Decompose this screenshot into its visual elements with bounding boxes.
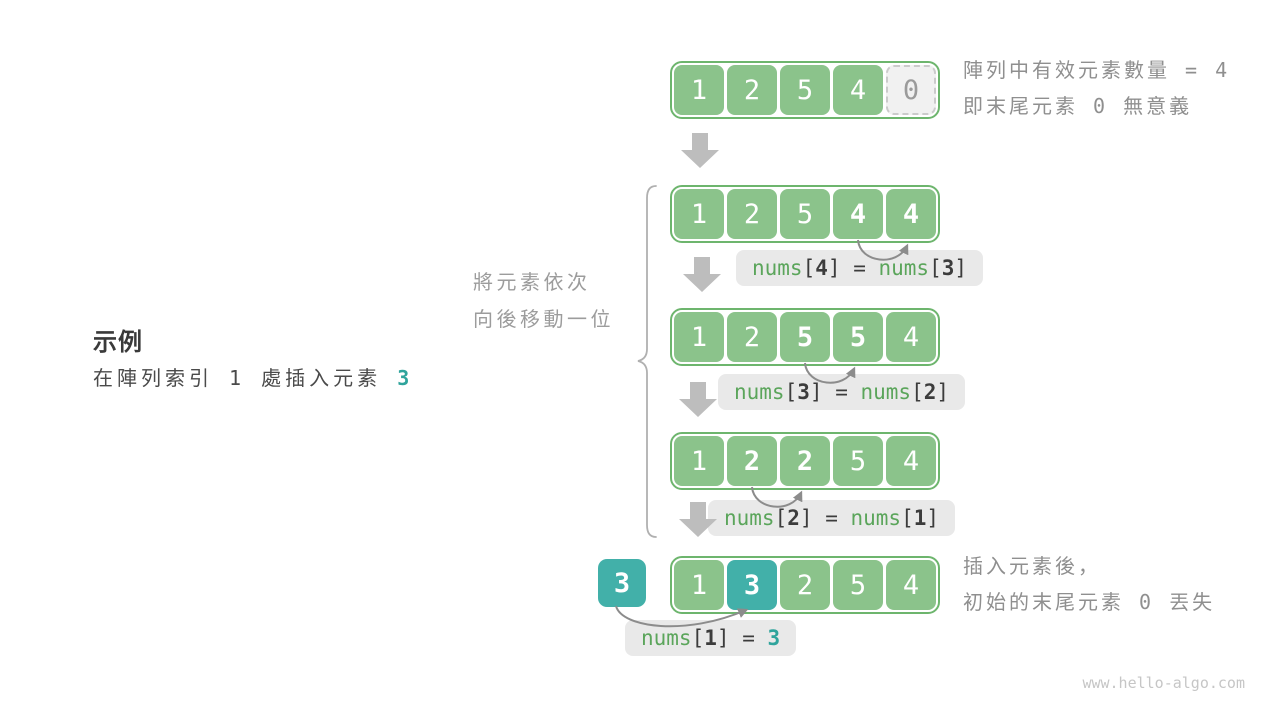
array-cell: 2 xyxy=(727,189,777,239)
array-cell: 1 xyxy=(674,189,724,239)
code-part: ] xyxy=(827,256,841,280)
array-cell: 0 xyxy=(886,65,936,115)
code-part: 2 xyxy=(787,506,800,530)
array-cell: 5 xyxy=(780,189,830,239)
code-part: 2 xyxy=(923,380,937,404)
code-part: nums xyxy=(878,256,930,280)
code-part: nums xyxy=(860,380,912,404)
note-top-line1: 陣列中有效元素數量 = 4 xyxy=(963,58,1231,82)
array-cell: 4 xyxy=(886,560,936,610)
code-part: [ xyxy=(929,256,942,280)
code-part: 3 xyxy=(767,626,781,650)
code-part: [ xyxy=(691,626,705,650)
array-cell: 5 xyxy=(833,312,883,362)
desc-index: 1 xyxy=(229,366,246,390)
code-part: nums xyxy=(724,506,775,530)
note-bottom-line2: 初始的末尾元素 0 丟失 xyxy=(963,590,1216,614)
array-cell: 4 xyxy=(886,312,936,362)
code-label-nums4: nums[4] = nums[3] xyxy=(736,250,984,286)
desc-mid: 處插入元素 xyxy=(245,366,398,390)
array-cell: 5 xyxy=(833,436,883,486)
code-part: [ xyxy=(901,506,914,530)
code-part: = xyxy=(812,506,851,530)
down-arrow-2 xyxy=(683,257,721,292)
array-cell: 4 xyxy=(886,189,936,239)
insert-element-box: 3 xyxy=(598,559,646,607)
desc-prefix: 在陣列索引 xyxy=(93,366,230,390)
code-part: 4 xyxy=(815,256,828,280)
array-cell: 2 xyxy=(727,65,777,115)
code-part: nums xyxy=(752,256,803,280)
code-part: [ xyxy=(784,380,798,404)
array-cell: 1 xyxy=(674,436,724,486)
array-cell: 4 xyxy=(886,436,936,486)
code-part: nums xyxy=(641,626,692,650)
array-cell: 2 xyxy=(780,436,830,486)
shift-note-line2: 向後移動一位 xyxy=(473,307,614,331)
code-part: 3 xyxy=(941,256,955,280)
array-cell: 1 xyxy=(674,65,724,115)
array-cell: 1 xyxy=(674,560,724,610)
code-label-nums3: nums[3] = nums[2] xyxy=(718,374,966,410)
code-part: = xyxy=(729,626,768,650)
array-cell: 2 xyxy=(727,312,777,362)
array-cell: 5 xyxy=(833,560,883,610)
code-part: nums xyxy=(850,506,902,530)
array-cell: 4 xyxy=(833,65,883,115)
code-part: ] xyxy=(954,256,968,280)
shift-note-line1: 將元素依次 xyxy=(473,270,591,294)
code-part: 1 xyxy=(704,626,717,650)
shift-note: 將元素依次 向後移動一位 xyxy=(473,264,614,338)
curly-brace xyxy=(637,185,657,538)
note-top: 陣列中有效元素數量 = 4 即末尾元素 0 無意義 xyxy=(963,52,1230,124)
code-part: ] xyxy=(716,626,730,650)
code-label-nums2: nums[2] = nums[1] xyxy=(708,500,956,536)
code-part: ] xyxy=(926,506,940,530)
code-part: = xyxy=(840,256,879,280)
array-cell: 1 xyxy=(674,312,724,362)
code-part: ] xyxy=(936,380,950,404)
note-bottom: 插入元素後， 初始的末尾元素 0 丟失 xyxy=(963,548,1215,620)
array-cell: 5 xyxy=(780,312,830,362)
array-cell: 2 xyxy=(727,436,777,486)
code-part: 1 xyxy=(913,506,927,530)
example-title: 示例 xyxy=(93,328,143,356)
example-description: 在陣列索引 1 處插入元素 3 xyxy=(93,362,413,391)
code-part: 3 xyxy=(797,380,810,404)
code-part: ] xyxy=(809,380,823,404)
code-label-nums1: nums[1] = 3 xyxy=(625,620,797,656)
array-cell: 5 xyxy=(780,65,830,115)
array-cell: 4 xyxy=(833,189,883,239)
code-part: nums xyxy=(734,380,785,404)
code-part: [ xyxy=(911,380,924,404)
desc-value: 3 xyxy=(397,366,414,390)
code-part: [ xyxy=(802,256,816,280)
array-cell: 3 xyxy=(727,560,777,610)
note-bottom-line1: 插入元素後， xyxy=(963,554,1101,578)
code-part: ] xyxy=(799,506,813,530)
note-top-line2: 即末尾元素 0 無意義 xyxy=(963,94,1193,118)
watermark: www.hello-algo.com xyxy=(1082,674,1245,692)
down-arrow-1 xyxy=(681,133,719,168)
code-part: [ xyxy=(774,506,788,530)
down-arrow-3 xyxy=(679,382,717,417)
array-cell: 2 xyxy=(780,560,830,610)
code-part: = xyxy=(822,380,861,404)
